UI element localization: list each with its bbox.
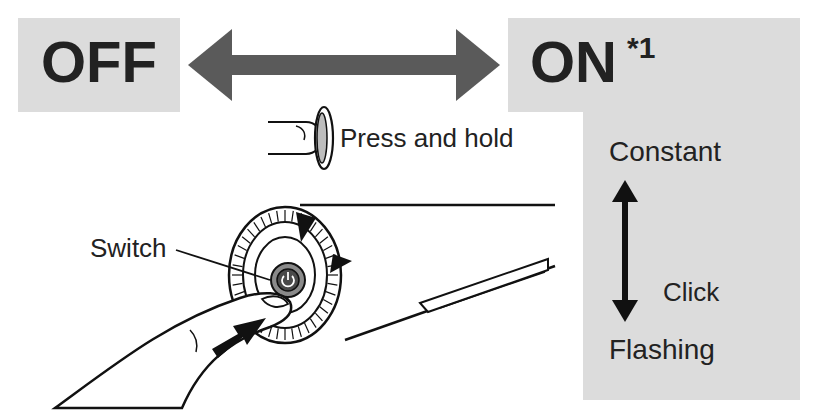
knurl-tick [277,328,279,339]
mount-bracket [420,259,548,312]
action-label: Press and hold [340,123,513,153]
fingernail [262,296,288,307]
lamp-face [255,237,315,313]
switch-button [271,263,305,297]
knurl-tick [238,245,247,250]
part-name: Switch [90,233,167,263]
mode-label-box: Constant [605,130,745,174]
node-text: Constant [605,130,725,174]
node-text: OFF [41,33,157,91]
knurl-tick [315,313,322,321]
knurl-tick [235,255,245,258]
text-holder: Flashing [605,328,745,372]
knurl-tick [305,323,310,333]
finger-crease [190,330,197,352]
knurl-tick [292,211,294,222]
push-arrow [212,318,266,358]
text-holder: OFF [18,18,180,91]
knurl-tick [323,245,332,250]
footnote-mark: *1 [627,33,655,63]
knurl-tick [248,229,255,237]
pointer-wedge [330,254,352,273]
knurl-tick [315,229,322,237]
knurl-tick [327,283,337,285]
knurl-tick [254,222,260,231]
knurl-tick [320,307,328,313]
knurl-tick [232,274,242,275]
knurl-tick [242,237,250,243]
knurl-tick [233,265,243,267]
button-icon [315,107,333,169]
pointer-wedge [296,212,316,242]
text-holder: ON *1 [508,18,800,91]
knurl-tick [269,213,272,223]
knurl-tick [277,211,279,222]
mode-label-box: Flashing [605,328,745,372]
state-panel: OFF [18,18,180,112]
thumb-nail [296,126,305,140]
knurl-tick [326,292,336,295]
panel-shape [508,18,800,400]
knurl-tick [292,328,294,339]
lamp-body-edge [300,204,555,207]
finger [55,293,291,408]
knurl-tick [320,237,328,243]
power-symbol [287,272,289,280]
mount-bracket-edge [440,272,545,308]
action-label: Click [663,277,719,307]
knurl-tick [328,274,338,275]
node-text: Flashing [605,328,719,372]
state-panel: ON *1ConstantFlashing [508,18,800,400]
knurl-tick [310,319,316,328]
text-holder: Constant [605,130,745,174]
knurl-tick [233,283,243,285]
leader-line [176,250,270,280]
knurl-tick [261,217,266,227]
knurl-tick [284,210,285,221]
switch-button-cap [277,269,299,291]
knurl-tick [235,292,245,295]
knurl-tick [323,300,332,305]
knurl-tick [284,329,285,340]
knurl-tick [298,326,301,336]
double-arrow [232,55,456,75]
node-text: ON [530,33,617,91]
button-icon-rim [317,113,327,163]
double-arrow [622,202,628,300]
